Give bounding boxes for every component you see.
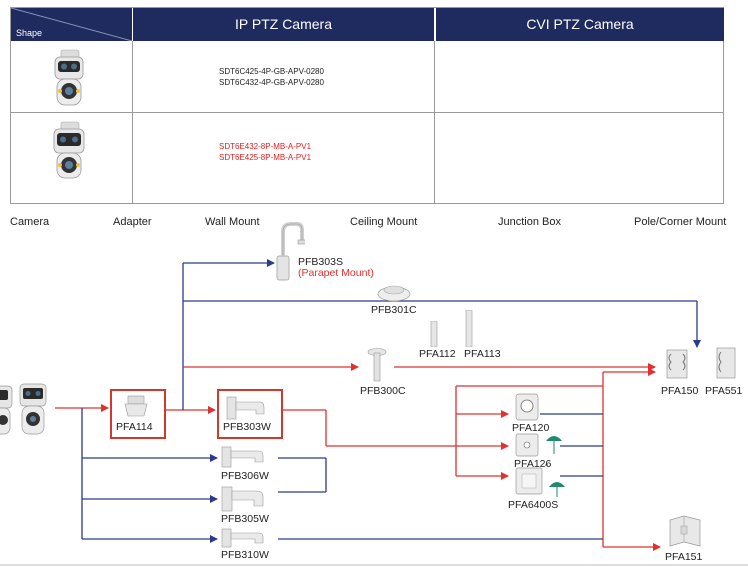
pfb310w-image xyxy=(221,528,265,548)
pfa6400s-image xyxy=(514,466,544,496)
pfb305w-image xyxy=(221,486,265,512)
pfa113-label: PFA113 xyxy=(464,348,501,360)
pfa126-image xyxy=(514,432,540,458)
pfa150-label: PFA150 xyxy=(661,385,698,397)
pfa112-image xyxy=(429,321,439,347)
pfa151-label: PFA151 xyxy=(665,551,702,563)
pfb310w-label: PFB310W xyxy=(221,549,269,561)
pfa112-label: PFA112 xyxy=(419,348,456,360)
pfa120-image xyxy=(514,392,540,422)
pfa114-label: PFA114 xyxy=(116,421,153,433)
pfb306w-image xyxy=(221,446,265,468)
pfb301c-image xyxy=(376,282,412,302)
pfb303w-label: PFB303W xyxy=(223,421,271,433)
pfa551-label: PFA551 xyxy=(705,385,742,397)
parapet-mount-label: (Parapet Mount) xyxy=(298,267,374,279)
pfa151-image xyxy=(668,514,702,548)
pfa6400s-label: PFA6400S xyxy=(508,499,558,511)
pfb301c-label: PFB301C xyxy=(371,304,417,316)
pfb300c-image xyxy=(366,348,388,384)
pfb303w-image xyxy=(226,396,266,420)
camera-pair-image xyxy=(0,382,50,438)
pfa551-image xyxy=(713,346,739,380)
pfa150-image xyxy=(663,348,691,380)
pfb306w-label: PFB306W xyxy=(221,470,269,482)
pfa113-image xyxy=(464,310,474,347)
pfb300c-label: PFB300C xyxy=(360,385,406,397)
pfb305w-label: PFB305W xyxy=(221,513,269,525)
pfa114-image xyxy=(122,394,150,418)
umbrella-icon xyxy=(548,478,566,498)
